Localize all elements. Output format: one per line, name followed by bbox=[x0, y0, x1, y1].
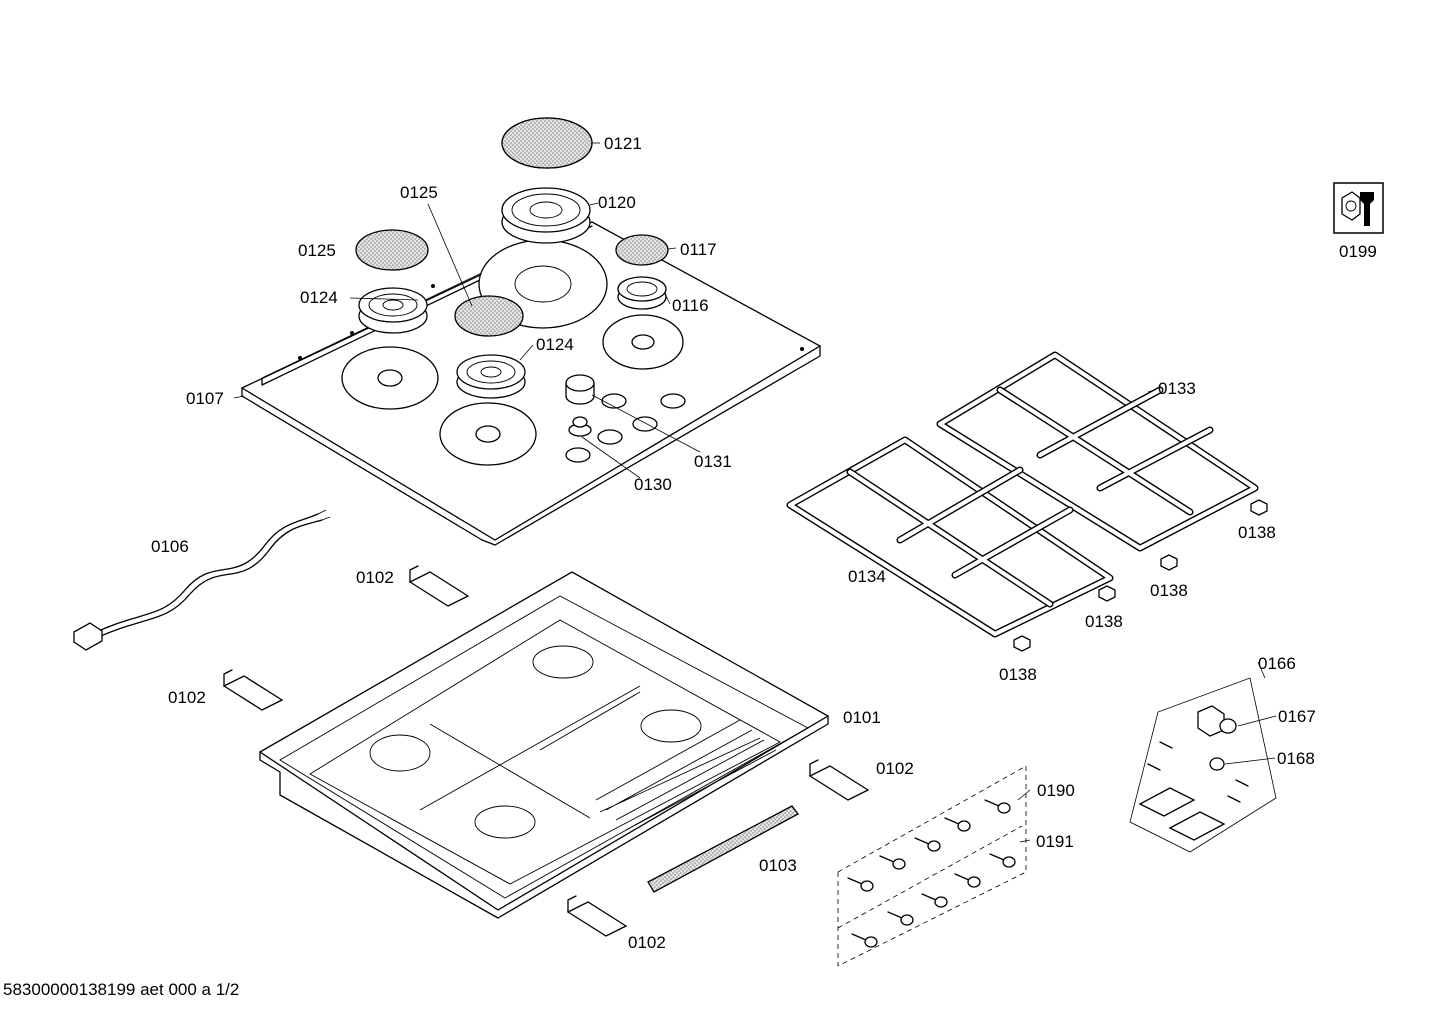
label-0166: 0166 bbox=[1258, 654, 1296, 673]
label-0107: 0107 bbox=[186, 389, 224, 408]
label-0124-left: 0124 bbox=[300, 288, 338, 307]
label-0102-left: 0102 bbox=[168, 688, 206, 707]
label-0138-d: 0138 bbox=[999, 665, 1037, 684]
label-0102-bottom: 0102 bbox=[628, 933, 666, 952]
label-0124-centre: 0124 bbox=[536, 335, 574, 354]
label-0120: 0120 bbox=[598, 193, 636, 212]
mounting-clamps bbox=[222, 565, 870, 937]
label-0138-b: 0138 bbox=[1150, 581, 1188, 600]
label-0138-c: 0138 bbox=[1085, 612, 1123, 631]
label-0101: 0101 bbox=[843, 708, 881, 727]
label-0138-a: 0138 bbox=[1238, 523, 1276, 542]
label-0190: 0190 bbox=[1037, 781, 1075, 800]
service-tool-icon bbox=[1333, 182, 1384, 234]
label-0102-right: 0102 bbox=[876, 759, 914, 778]
label-0130: 0130 bbox=[634, 475, 672, 494]
part-labels: 0121 0120 0125 0125 0117 0124 0116 0124 … bbox=[151, 134, 1377, 952]
label-0167: 0167 bbox=[1278, 707, 1316, 726]
document-footer: 58300000138199 aet 000 a 1/2 bbox=[3, 980, 240, 999]
label-0103: 0103 bbox=[759, 856, 797, 875]
gas-connection-kit bbox=[1129, 677, 1277, 853]
bottom-housing bbox=[258, 571, 830, 919]
label-0168: 0168 bbox=[1277, 749, 1315, 768]
leader-lines bbox=[233, 142, 1277, 843]
label-0191: 0191 bbox=[1036, 832, 1074, 851]
label-0116: 0116 bbox=[672, 296, 709, 315]
label-0121: 0121 bbox=[604, 134, 642, 153]
pan-support-left bbox=[786, 436, 1114, 638]
label-0125-left: 0125 bbox=[298, 241, 336, 260]
label-0133: 0133 bbox=[1158, 379, 1196, 398]
label-0106: 0106 bbox=[151, 537, 189, 556]
seal-strip bbox=[647, 805, 799, 893]
label-0131: 0131 bbox=[694, 452, 732, 471]
burner-caps-and-heads bbox=[355, 117, 669, 437]
pan-support-right bbox=[936, 351, 1259, 552]
screw-set bbox=[837, 765, 1027, 967]
label-0134: 0134 bbox=[848, 567, 886, 586]
label-0199: 0199 bbox=[1339, 242, 1377, 261]
power-cable bbox=[73, 509, 331, 651]
label-0117: 0117 bbox=[680, 240, 717, 259]
label-0125-upper: 0125 bbox=[400, 183, 438, 202]
label-0102-top: 0102 bbox=[356, 568, 394, 587]
rubber-feet bbox=[1013, 499, 1268, 652]
cooktop-top-plate bbox=[240, 221, 822, 546]
